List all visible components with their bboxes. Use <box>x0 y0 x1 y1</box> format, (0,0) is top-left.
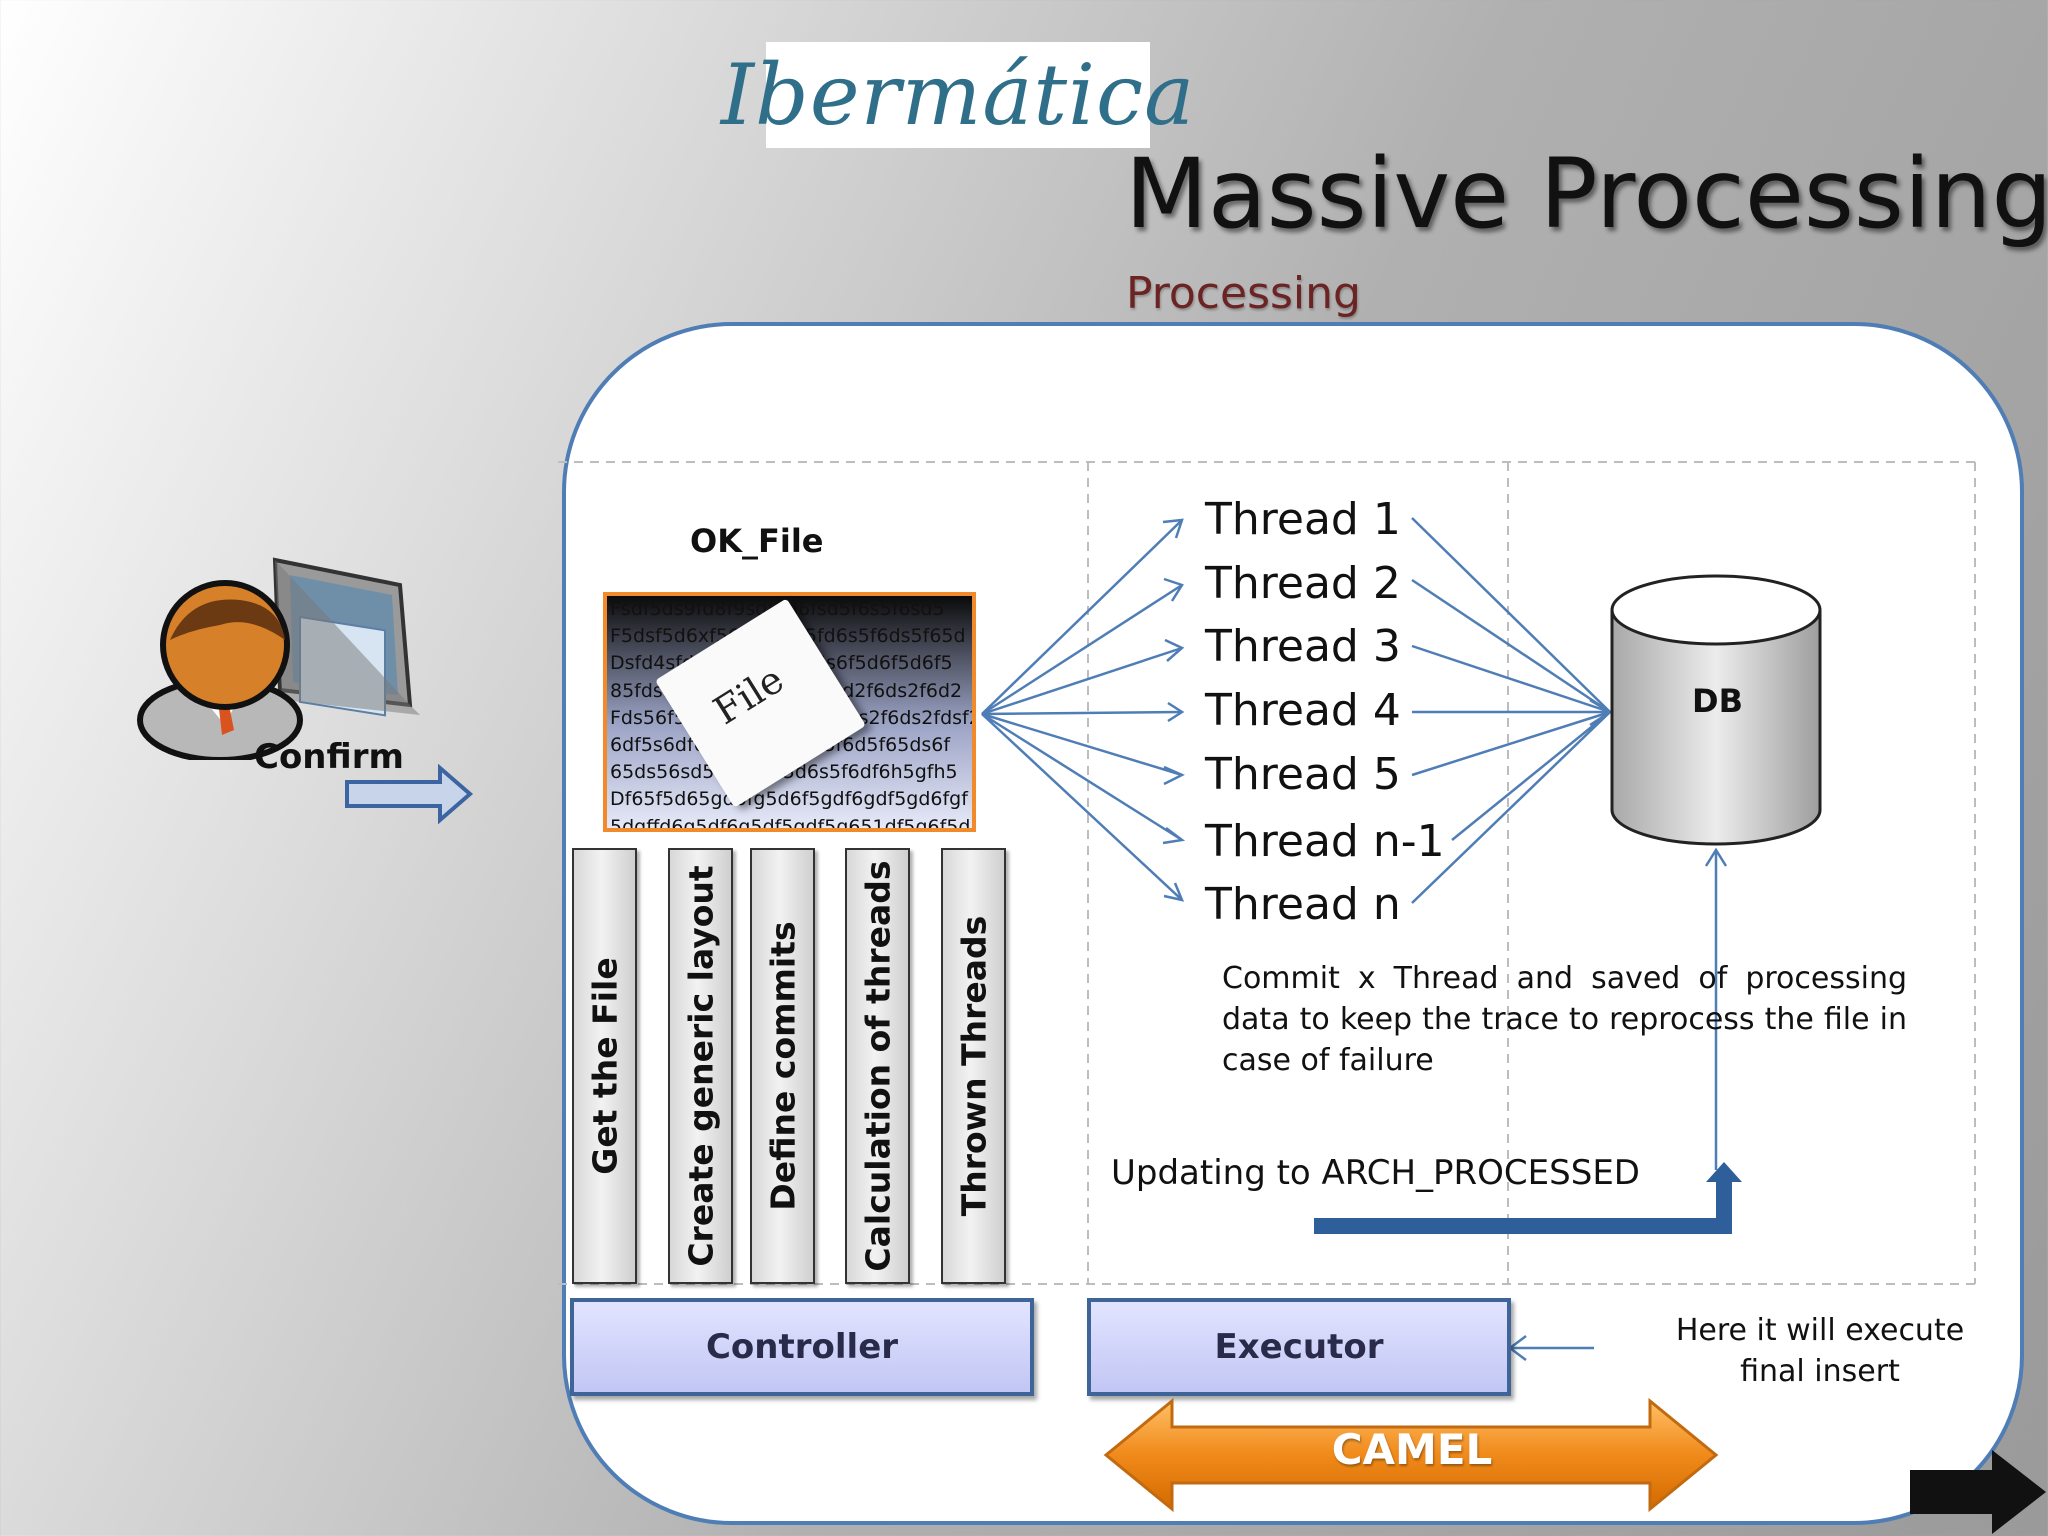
step-define-commits: Define commits <box>750 848 815 1284</box>
thread-1-label: Thread 1 <box>1205 494 1401 545</box>
database-icon <box>1610 574 1822 846</box>
controller-box: Controller <box>570 1298 1034 1396</box>
update-to-db-arrow <box>1314 847 1742 1234</box>
step-throw-threads: Thrown Threads <box>941 848 1006 1284</box>
monitor-icon <box>272 557 420 717</box>
file-paper-label: File <box>705 657 792 734</box>
confirm-label: Confirm <box>254 737 404 777</box>
db-label: DB <box>1692 682 1743 720</box>
camel-label: CAMEL <box>1331 1425 1493 1474</box>
region-dividers <box>558 461 1976 1285</box>
thread-5-label: Thread 5 <box>1205 749 1401 800</box>
camel-double-arrow <box>1103 1397 1719 1513</box>
thread-4-label: Thread 4 <box>1205 685 1401 736</box>
executor-box: Executor <box>1087 1298 1511 1396</box>
thread-fan-out-arrows <box>981 518 1186 902</box>
step-calculate-threads: Calculation of threads <box>845 848 910 1284</box>
final-insert-arrow <box>1507 1335 1594 1361</box>
thread-to-db-arrows <box>1411 517 1613 904</box>
file-line: 5dgffd6g5df6g5df5gdf5g651df5g6f5d <box>610 815 971 832</box>
commit-note: Commit x Thread and saved of processing … <box>1222 961 1907 1078</box>
thread-2-label: Thread 2 <box>1205 558 1401 609</box>
confirm-arrow-icon <box>345 764 474 824</box>
file-line: Df65f5d65gd6fg5d6f5gdf6gdf5gd6fgf <box>610 788 968 811</box>
thread-n-1-label: Thread n-1 <box>1205 816 1445 867</box>
step-get-file: Get the File <box>572 848 637 1284</box>
company-logo: Ibermática <box>721 42 1194 148</box>
update-note: Updating to ARCH_PROCESSED <box>1111 1153 1640 1193</box>
next-slide-arrow-icon[interactable] <box>1908 1448 2048 1536</box>
logo-text: Ibermática <box>720 46 1196 144</box>
ok-file-label: OK_File <box>690 522 824 560</box>
slide-title: Massive Processing <box>1125 138 2048 250</box>
user-computer-icon <box>137 557 420 760</box>
final-insert-note: Here it will execute final insert <box>1675 1313 1965 1389</box>
slide-subtitle: Processing <box>1126 268 1361 319</box>
thread-3-label: Thread 3 <box>1205 621 1401 672</box>
step-create-layout: Create generic layout <box>668 848 733 1284</box>
thread-n-label: Thread n <box>1205 879 1401 930</box>
person-icon <box>137 580 303 760</box>
